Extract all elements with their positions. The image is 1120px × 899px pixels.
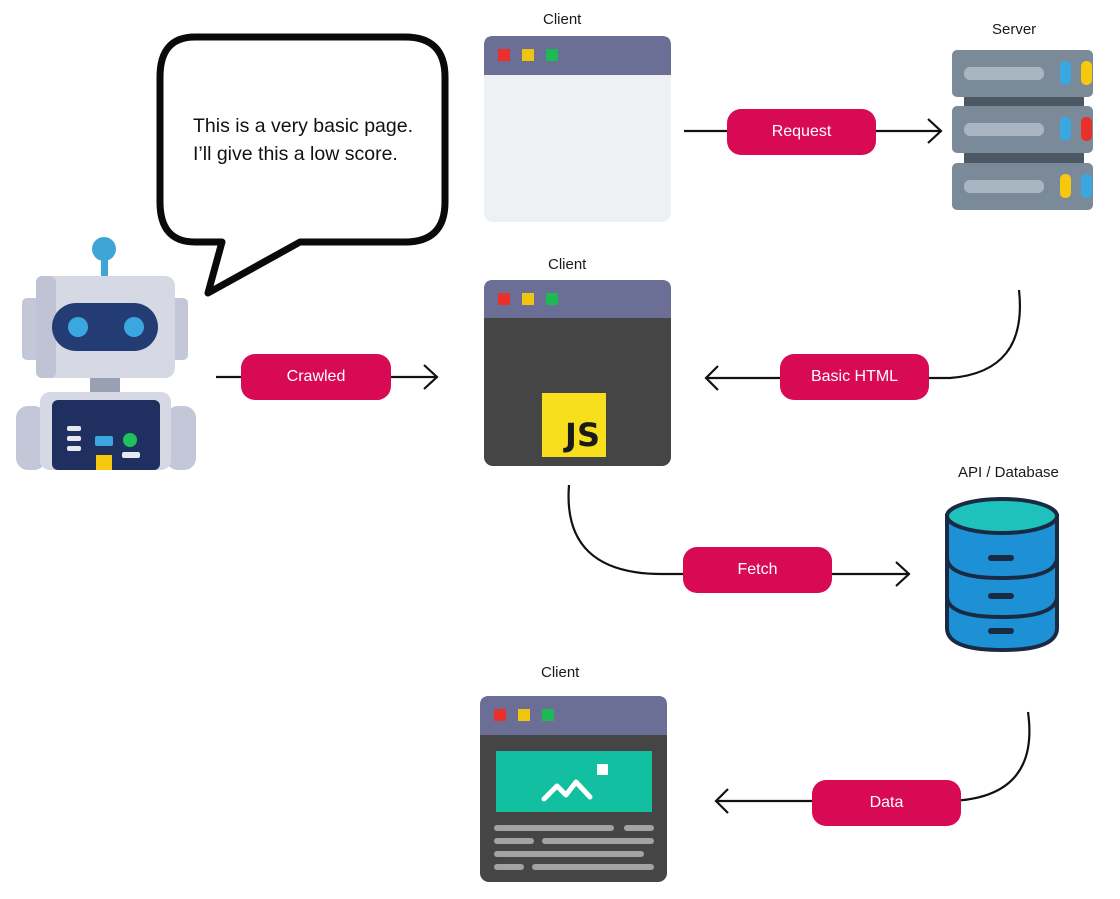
server-label: Server [992,21,1037,38]
client-window-js [484,280,671,466]
speech-line-2: I’ll give this a low score. [193,143,398,165]
fetch-pill: Fetch [683,547,832,593]
client-window-top [484,36,671,222]
speech-bubble [156,33,449,297]
js-logo-icon [542,393,606,457]
client-window-bottom [480,696,667,882]
client-top-label: Client [543,11,582,28]
database-icon [945,497,1059,653]
api-database-label: API / Database [958,464,1059,481]
js-badge-text: JS [565,416,600,454]
crawled-pill: Crawled [241,354,391,400]
client-js-label: Client [548,256,587,273]
data-pill: Data [812,780,961,826]
basic-html-pill: Basic HTML [780,354,929,400]
basic-html-arrow [706,289,1021,380]
client-bottom-label: Client [541,664,580,681]
speech-line-1: This is a very basic page. [193,115,414,137]
speech-bubble-text: This is a very basic page. I’ll give thi… [193,112,443,168]
fetch-arrow [567,484,908,576]
server-icon [952,50,1093,210]
robot-icon [16,237,196,470]
request-pill: Request [727,109,876,155]
